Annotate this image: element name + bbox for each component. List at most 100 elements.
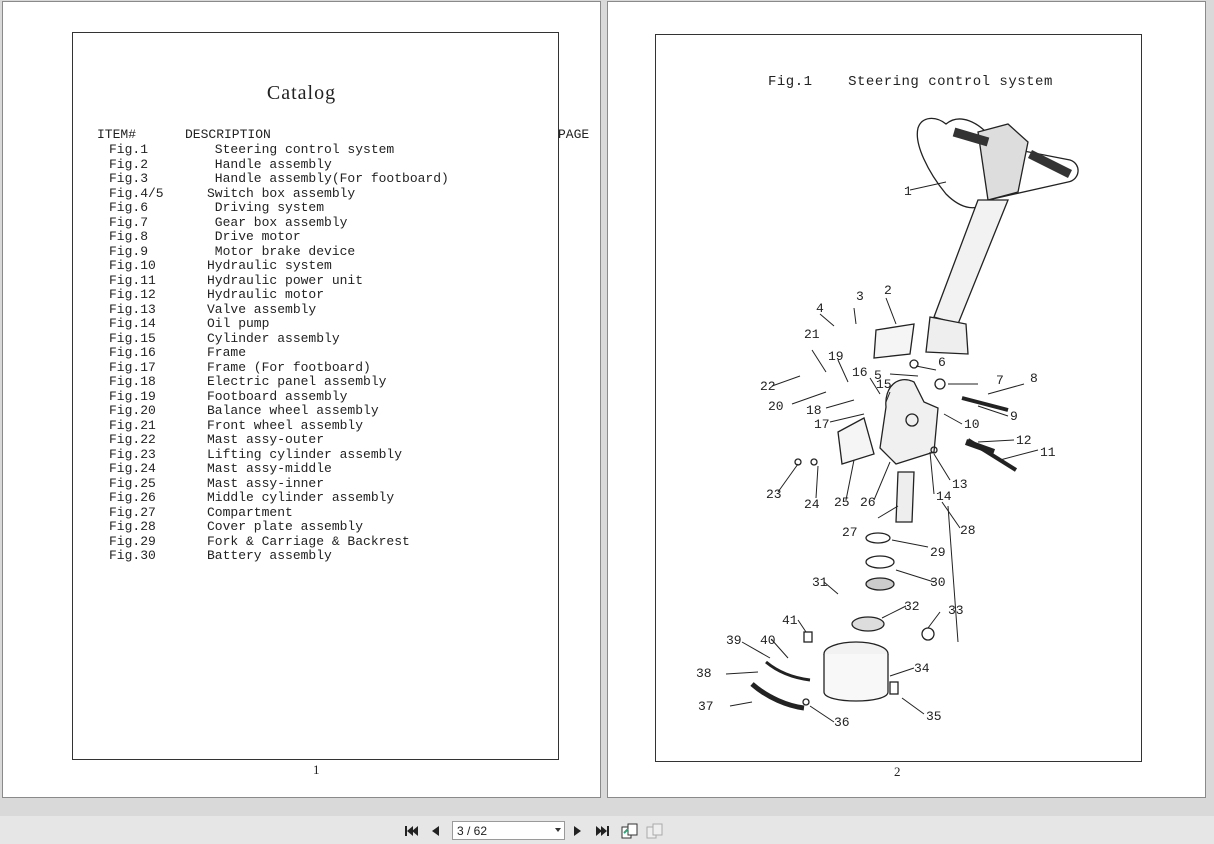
catalog-entry-description: Gear box assembly: [207, 214, 348, 230]
part-41-block: [803, 631, 813, 643]
chevron-down-icon: [555, 828, 561, 832]
two-page-view-button[interactable]: [646, 822, 664, 840]
part-30-bearing-b: [865, 577, 895, 591]
part-7-ring: [934, 378, 946, 390]
part-label: 32: [904, 599, 920, 614]
last-page-icon: [596, 826, 609, 836]
part-25-cover: [837, 417, 875, 465]
catalog-entry: Fig.18 Electric panel assembly: [109, 374, 449, 390]
part-label: 16: [852, 365, 868, 380]
part-24-washer: [810, 458, 818, 466]
part-label: 4: [816, 301, 824, 316]
catalog-entry: Fig.7 Gear box assembly: [109, 214, 449, 231]
part-23-nut: [794, 458, 802, 466]
part-label: 1: [904, 184, 912, 199]
part-13-bolt: [930, 446, 938, 454]
part-30-bearing-a: [865, 555, 895, 569]
catalog-entry-fig: Fig.24: [109, 461, 156, 476]
catalog-entry-fig: Fig.7: [109, 214, 149, 230]
catalog-entry-description: Middle cylinder assembly: [207, 490, 395, 505]
part-label: 17: [814, 417, 830, 432]
catalog-entry-fig: Fig.18: [109, 374, 156, 389]
part-label: 31: [812, 575, 828, 590]
part-label: 6: [938, 355, 946, 370]
catalog-entry-description: Hydraulic power unit: [207, 272, 364, 288]
catalog-entry-description: Lifting cylinder assembly: [207, 446, 403, 462]
part-label: 5: [874, 368, 882, 383]
part-label: 20: [768, 399, 784, 414]
catalog-entry-fig: Fig.20: [109, 403, 156, 418]
catalog-entry-fig: Fig.13: [109, 301, 156, 317]
figure-title: Fig.1 Steering control system: [768, 74, 1053, 90]
catalog-entry-description: Drive motor: [207, 229, 301, 244]
catalog-entry: Fig.9 Motor brake device: [109, 244, 449, 260]
catalog-entry-description: Electric panel assembly: [207, 374, 387, 389]
part-label: 19: [828, 349, 844, 364]
part-label: 14: [936, 489, 952, 504]
part-label: 15: [876, 377, 892, 392]
part-9-shaft: [961, 396, 1009, 412]
catalog-entry: Fig.23 Lifting cylinder assembly: [109, 446, 449, 463]
column-header-page: PAGE: [558, 127, 590, 142]
part-label: 41: [782, 613, 798, 628]
catalog-entry-fig: Fig.1: [109, 142, 149, 157]
catalog-entry-description: Compartment: [207, 504, 293, 520]
catalog-entry-description: Front wheel assembly: [207, 417, 364, 433]
part-35-clip: [889, 681, 899, 695]
part-label: 40: [760, 633, 776, 648]
first-page-button[interactable]: [402, 822, 420, 840]
catalog-entry-description: Balance wheel assembly: [207, 403, 379, 418]
catalog-entry-description: Cylinder assembly: [207, 330, 340, 346]
long-rod: [947, 505, 959, 643]
last-page-button[interactable]: [594, 822, 612, 840]
catalog-entry-fig: Fig.27: [109, 504, 156, 520]
catalog-entry-fig: Fig.28: [109, 519, 156, 534]
catalog-entry-description: Frame: [207, 345, 247, 360]
catalog-entry: Fig.2 Handle assembly: [109, 157, 449, 173]
part-label: 33: [948, 603, 964, 618]
catalog-entry: Fig.1 Steering control system: [109, 142, 449, 158]
catalog-entry: Fig.24 Mast assy-middle: [109, 461, 449, 477]
catalog-entry-fig: Fig.19: [109, 388, 156, 404]
part-label: 28: [960, 523, 976, 538]
catalog-entry-description: Footboard assembly: [207, 388, 348, 404]
part-label: 24: [804, 497, 820, 512]
next-page-button[interactable]: [569, 822, 587, 840]
catalog-entry-fig: Fig.3: [109, 171, 149, 186]
catalog-entry-description: Battery assembly: [207, 548, 332, 563]
part-36-screw: [802, 698, 810, 706]
part-32-bearing: [851, 616, 885, 632]
part-label: 34: [914, 661, 930, 676]
part-label: 10: [964, 417, 980, 432]
part-label: 23: [766, 487, 782, 502]
bracket-hole: [905, 413, 919, 427]
leader-lines: [725, 181, 1039, 723]
catalog-entry-fig: Fig.10: [109, 258, 156, 273]
two-page-view-icon: [646, 823, 663, 839]
part-label: 35: [926, 709, 942, 724]
single-page-view-button[interactable]: [621, 822, 639, 840]
catalog-entry-fig: Fig.17: [109, 359, 156, 375]
catalog-entry-description: Mast assy-middle: [207, 461, 332, 476]
page-indicator-select[interactable]: 3 / 62: [452, 821, 565, 840]
right-page: Fig.1 Steering control system: [607, 1, 1206, 798]
part-29-washer: [865, 532, 891, 544]
part-12-pin: [964, 439, 996, 455]
catalog-entry-fig: Fig.23: [109, 446, 156, 462]
catalog-entry: Fig.27 Compartment: [109, 504, 449, 521]
previous-page-button[interactable]: [426, 822, 444, 840]
next-page-icon: [574, 826, 581, 836]
part-label: 7: [996, 373, 1004, 388]
